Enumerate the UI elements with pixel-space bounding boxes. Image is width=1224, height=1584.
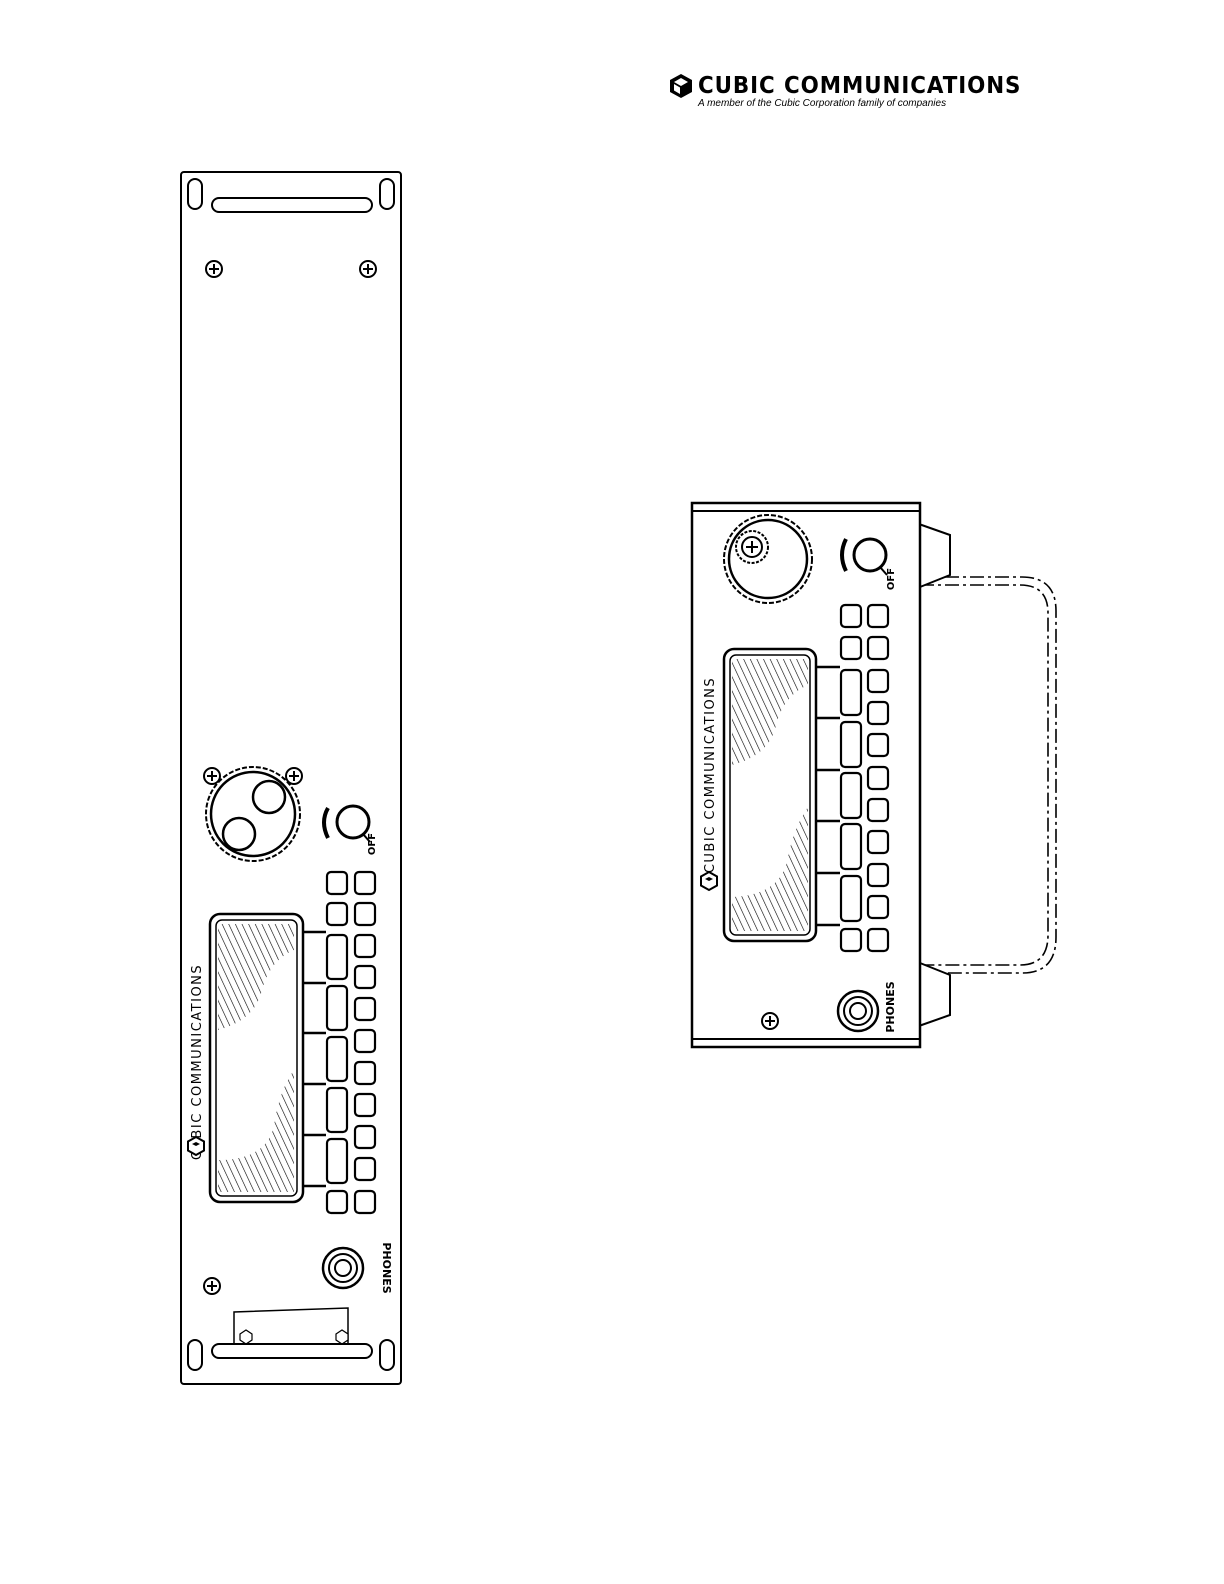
key-button[interactable]: [841, 824, 861, 869]
key-button[interactable]: [327, 1139, 347, 1183]
key-button[interactable]: [841, 773, 861, 818]
cubic-logo-icon: [701, 872, 717, 890]
key-button[interactable]: [355, 998, 375, 1020]
handle-slot: [212, 1344, 372, 1358]
phones-label: PHONES: [884, 981, 897, 1032]
cubic-logo-icon: [188, 1137, 204, 1155]
key-button[interactable]: [841, 876, 861, 921]
cubic-logo-icon: [668, 73, 694, 99]
screw-icon: [204, 1278, 220, 1294]
key-button[interactable]: [868, 605, 888, 627]
display-window: [210, 914, 303, 1202]
key-button[interactable]: [868, 799, 888, 821]
key-button[interactable]: [841, 637, 861, 659]
handle-slot: [212, 198, 372, 212]
key-button[interactable]: [355, 903, 375, 925]
mount-slot: [188, 179, 202, 209]
phones-label: PHONES: [380, 1242, 393, 1293]
screw-icon: [762, 1013, 778, 1029]
screw-icon: [360, 261, 376, 277]
key-button[interactable]: [355, 1062, 375, 1084]
phones-jack-icon[interactable]: [323, 1248, 363, 1288]
key-button[interactable]: [327, 1037, 347, 1081]
header-logo: CUBIC COMMUNICATIONS A member of the Cub…: [668, 70, 1108, 116]
key-button[interactable]: [868, 702, 888, 724]
key-button[interactable]: [327, 935, 347, 979]
key-button[interactable]: [841, 929, 861, 951]
key-button[interactable]: [327, 986, 347, 1030]
display-window: [724, 649, 816, 941]
mount-slot: [188, 1340, 202, 1370]
brand-tagline: A member of the Cubic Corporation family…: [698, 98, 946, 110]
power-off-label: OFF: [886, 568, 897, 590]
key-button[interactable]: [327, 1088, 347, 1132]
key-button[interactable]: [355, 1158, 375, 1180]
key-button[interactable]: [355, 1191, 375, 1213]
key-button[interactable]: [868, 670, 888, 692]
key-button[interactable]: [841, 722, 861, 767]
key-button[interactable]: [841, 605, 861, 627]
key-button[interactable]: [327, 1191, 347, 1213]
screw-icon: [206, 261, 222, 277]
key-button[interactable]: [868, 864, 888, 886]
key-button[interactable]: [868, 637, 888, 659]
tuning-knob-icon[interactable]: [724, 515, 812, 603]
panel-brand-label: CUBIC COMMUNICATIONS: [190, 964, 205, 1160]
key-button[interactable]: [355, 1094, 375, 1116]
rack-panel: OFF CUBIC COMMUNICATIONS: [170, 160, 415, 1400]
key-button[interactable]: [868, 896, 888, 918]
key-button[interactable]: [355, 966, 375, 988]
mount-slot: [380, 179, 394, 209]
key-button[interactable]: [355, 1126, 375, 1148]
front-unit: OFF CUBIC COMMUNICATIONS: [680, 495, 1060, 1055]
key-button[interactable]: [327, 903, 347, 925]
tuning-knob-icon[interactable]: [206, 767, 300, 861]
key-button[interactable]: [868, 734, 888, 756]
key-button[interactable]: [355, 872, 375, 894]
rear-connector-plate: [234, 1308, 348, 1346]
key-button[interactable]: [841, 670, 861, 715]
brand-name: CUBIC COMMUNICATIONS: [698, 74, 1021, 98]
key-button[interactable]: [868, 831, 888, 853]
key-button[interactable]: [327, 872, 347, 894]
handle-icon: [920, 577, 1056, 973]
power-off-label: OFF: [367, 833, 378, 855]
mount-slot: [380, 1340, 394, 1370]
key-button[interactable]: [868, 929, 888, 951]
key-button[interactable]: [355, 935, 375, 957]
unit-brand-label: CUBIC COMMUNICATIONS: [703, 677, 718, 873]
key-button[interactable]: [355, 1030, 375, 1052]
key-button[interactable]: [868, 767, 888, 789]
phones-jack-icon[interactable]: [838, 991, 878, 1031]
